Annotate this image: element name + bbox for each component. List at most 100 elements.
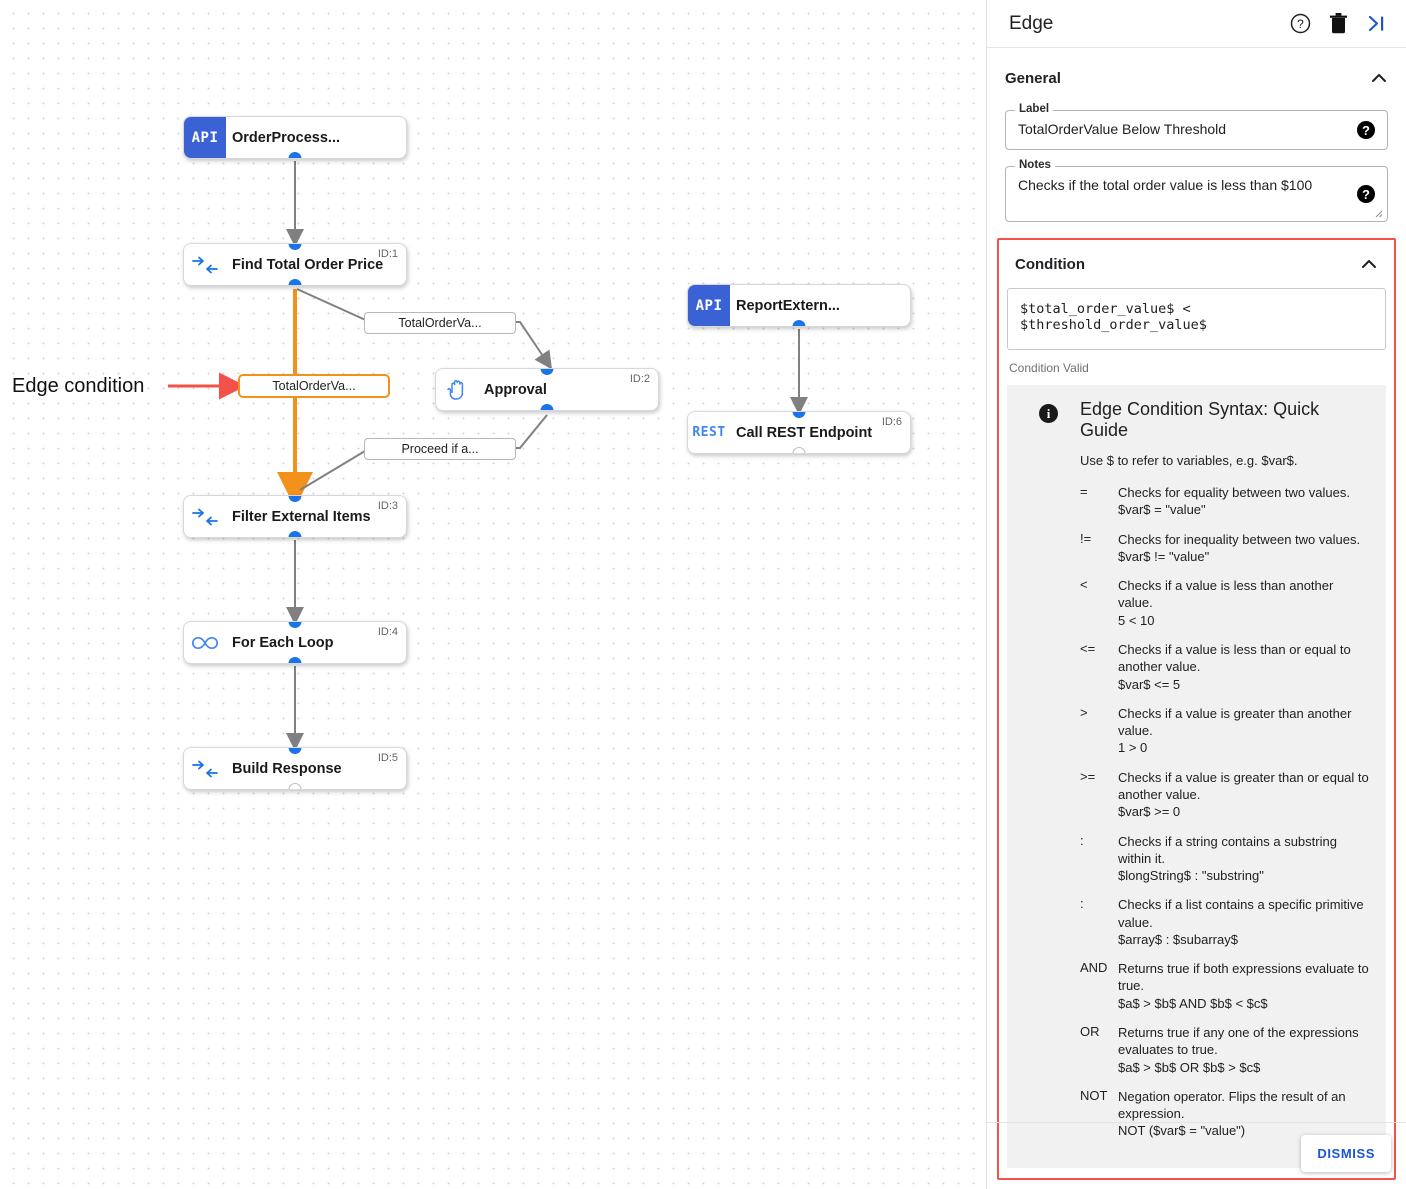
operator-row: > Checks if a value is greater than anoth… [1080, 705, 1370, 757]
operator-description: Checks if a value is less than another v… [1118, 578, 1334, 611]
operator-symbol: <= [1080, 640, 1096, 656]
page-title: Edge [1009, 12, 1054, 34]
delete-icon[interactable] [1329, 13, 1348, 34]
condition-status-text: Condition Valid [1009, 361, 1089, 375]
node-approval[interactable]: Approval ID:2 [435, 368, 659, 411]
operator-description-block: Checks if a string contains a substring … [1118, 833, 1370, 885]
node-orderprocess[interactable]: API OrderProcess... [183, 116, 407, 159]
operator-symbol: AND [1080, 960, 1108, 976]
flow-canvas[interactable]: Edge condition API OrderProcess... Find … [0, 0, 986, 1189]
node-id-badge: ID:4 [377, 626, 398, 638]
label-help-icon[interactable]: ? [1357, 121, 1375, 139]
node-label: Call REST Endpoint [736, 424, 873, 441]
label-field[interactable]: Label ? [1005, 103, 1388, 150]
node-build-response[interactable]: Build Response ID:5 [183, 747, 407, 790]
operator-example: $longString$ : "substring" [1118, 868, 1264, 884]
edge-properties-panel: Edge ? [986, 0, 1406, 1189]
operator-row: <=Checks if a value is less than or equa… [1080, 641, 1370, 693]
node-find-total-order-price[interactable]: Find Total Order Price ID:1 [183, 243, 407, 286]
operator-symbol: > [1080, 704, 1088, 720]
api-icon: API [688, 285, 730, 326]
notes-input[interactable] [1018, 177, 1343, 195]
operator-example: $var$ >= 0 [1118, 804, 1181, 820]
node-id-badge: ID:3 [377, 500, 398, 512]
edge-label-totalordervalue-selected[interactable]: TotalOrderVa... [238, 374, 390, 398]
node-port-bottom[interactable] [792, 320, 806, 326]
notes-field[interactable]: Notes ? [1005, 159, 1388, 222]
node-label: Approval [484, 381, 547, 398]
node-for-each-loop[interactable]: For Each Loop ID:4 [183, 621, 407, 664]
node-id-badge: ID:5 [377, 752, 398, 764]
operator-description-block: Negation operator. Flips the result of a… [1118, 1088, 1370, 1140]
label-input[interactable] [1018, 121, 1343, 137]
edge-label-proceed-if-approved[interactable]: Proceed if a... [364, 438, 516, 460]
operator-description-block: Checks if a list contains a specific pri… [1118, 896, 1370, 948]
node-filter-external-items[interactable]: Filter External Items ID:3 [183, 495, 407, 538]
panel-header: Edge ? [987, 0, 1406, 48]
operator-row: !=Checks for inequality between two valu… [1080, 531, 1370, 566]
operator-symbol: = [1080, 484, 1088, 499]
condition-expression-input[interactable] [1007, 288, 1386, 350]
edge-condition-annotation-label: Edge condition [12, 375, 145, 397]
operator-example: $var$ = "value" [1118, 502, 1206, 518]
chevron-up-icon[interactable] [1360, 255, 1378, 273]
operator-example: $var$ <= 5 [1118, 676, 1181, 692]
node-port-top[interactable] [288, 748, 302, 754]
resize-grip-icon[interactable] [1373, 208, 1383, 218]
node-port-bottom[interactable] [288, 279, 302, 285]
node-label: Find Total Order Price [232, 256, 384, 273]
node-port-bottom[interactable] [288, 657, 302, 663]
operator-row: AND Returns true if both expressions eval… [1080, 960, 1370, 1012]
edge-label-totalordervalue-approval[interactable]: TotalOrderVa... [364, 312, 516, 334]
node-port-top[interactable] [540, 369, 554, 375]
node-port-bottom[interactable] [540, 404, 554, 410]
notes-help-icon[interactable]: ? [1357, 185, 1375, 203]
operator-symbol: OR [1080, 1024, 1100, 1040]
panel-footer: DISMISS [987, 1122, 1406, 1189]
operator-description-block: Checks if a value is greater than or equ… [1118, 769, 1370, 821]
dismiss-button[interactable]: DISMISS [1301, 1135, 1391, 1172]
merge-arrows-icon [184, 244, 226, 285]
edge-connections-layer [168, 161, 808, 751]
operator-description: Checks if a value is greater than or equ… [1118, 769, 1369, 802]
chevron-up-icon[interactable] [1370, 69, 1388, 87]
operator-description: Checks if a value is greater than anothe… [1118, 705, 1352, 739]
operator-description: Returns true if both expressions evaluat… [1118, 961, 1369, 994]
operator-description-block: Checks for inequality between two values… [1118, 531, 1360, 566]
node-port-top[interactable] [288, 496, 302, 502]
collapse-panel-icon[interactable] [1366, 14, 1388, 33]
node-call-rest-endpoint[interactable]: REST Call REST Endpoint ID:6 [687, 411, 911, 454]
operator-description: Returns true if any one of the expressio… [1118, 1025, 1359, 1058]
operator-example: $var$ != "value" [1118, 548, 1210, 564]
node-port-bottom[interactable] [288, 152, 302, 158]
condition-section-header[interactable]: Condition [1007, 240, 1386, 288]
node-port-bottom[interactable] [288, 783, 302, 789]
node-port-top[interactable] [792, 412, 806, 418]
operator-symbol: : [1080, 832, 1084, 848]
node-reportextern[interactable]: API ReportExtern... [687, 284, 911, 327]
section-title: General [1005, 69, 1061, 87]
general-section-header[interactable]: General [1005, 54, 1388, 102]
help-icon[interactable]: ? [1290, 13, 1311, 34]
node-port-top[interactable] [288, 622, 302, 628]
guide-title: Edge Condition Syntax: Quick Guide [1080, 399, 1320, 440]
operator-row: : Checks if a string contains a substring… [1080, 833, 1370, 885]
node-port-bottom[interactable] [288, 531, 302, 537]
api-icon: API [184, 117, 226, 158]
node-label: OrderProcess... [232, 129, 340, 146]
label-field-legend: Label [1015, 103, 1054, 115]
node-port-bottom[interactable] [792, 447, 806, 453]
operator-description: Checks if a list contains a specific pri… [1118, 897, 1364, 930]
rest-icon: REST [692, 425, 726, 440]
operator-symbol: NOT [1080, 1087, 1108, 1103]
node-label: For Each Loop [232, 634, 334, 651]
node-port-top[interactable] [288, 244, 302, 250]
operator-row: :Checks if a list contains a specific pr… [1080, 896, 1370, 948]
operator-symbol: >= [1080, 768, 1096, 784]
operator-description-block: Checks for equality between two values.$… [1118, 484, 1350, 519]
operator-example: NOT ($var$ = "value") [1118, 1123, 1246, 1139]
operator-list: = Checks for equality between two values.… [1080, 484, 1370, 1140]
general-section: General Label ? Notes ? [987, 54, 1406, 222]
node-label: ReportExtern... [736, 297, 840, 314]
operator-example: $array$ : $subarray$ [1118, 931, 1238, 947]
